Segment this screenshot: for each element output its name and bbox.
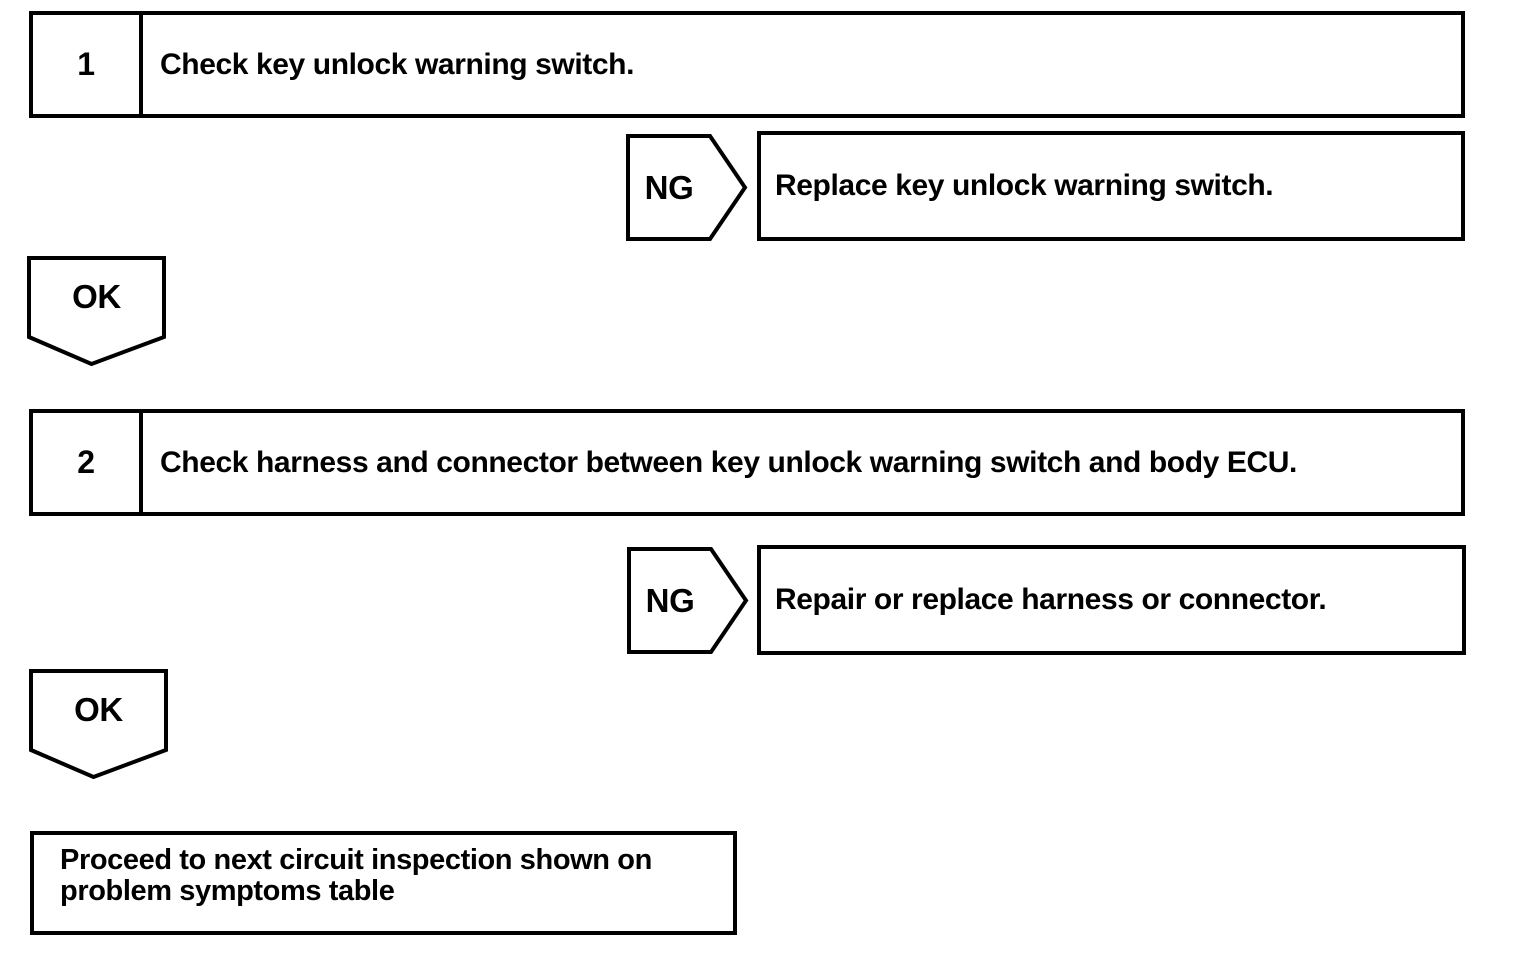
- step-2-ok-arrow: OK: [29, 669, 168, 779]
- step-1-ng-arrow: NG: [626, 134, 748, 241]
- step-2-ng-result-box: Repair or replace harness or connector.: [757, 545, 1466, 655]
- step-2-box: 2 Check harness and connector between ke…: [29, 409, 1465, 516]
- ok-pentagon-down-icon: [29, 669, 168, 779]
- ng-pentagon-right-icon: [627, 547, 749, 654]
- ok-pentagon-down-icon: [27, 256, 166, 366]
- step-2-ng-result-text: Repair or replace harness or connector.: [775, 583, 1327, 616]
- step-1-box: 1 Check key unlock warning switch.: [29, 11, 1465, 118]
- step-2-number: 2: [33, 413, 143, 512]
- ng-pentagon-right-icon: [626, 134, 748, 241]
- step-2-ok-label: OK: [74, 691, 123, 728]
- step-2-ng-label: NG: [645, 581, 695, 619]
- step-1-number: 1: [33, 15, 143, 114]
- terminal-text: Proceed to next circuit inspection shown…: [60, 844, 652, 907]
- step-1-ok-label: OK: [72, 278, 121, 315]
- step-1-ng-result-box: Replace key unlock warning switch.: [757, 131, 1465, 241]
- terminal-box: Proceed to next circuit inspection shown…: [30, 831, 737, 935]
- step-1-ng-result-text: Replace key unlock warning switch.: [775, 169, 1274, 202]
- step-2-instruction: Check harness and connector between key …: [160, 445, 1297, 479]
- step-1-ok-arrow: OK: [27, 256, 166, 366]
- step-2-ng-arrow: NG: [627, 547, 749, 654]
- step-1-instruction: Check key unlock warning switch.: [160, 47, 635, 81]
- step-1-ng-label: NG: [644, 168, 694, 206]
